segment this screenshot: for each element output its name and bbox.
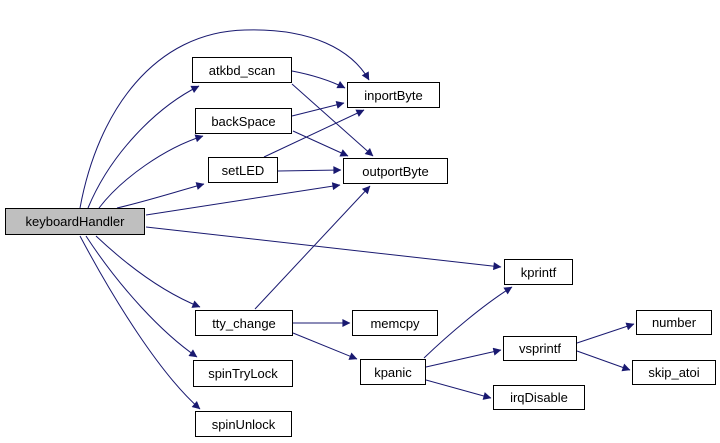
node-irqdisable[interactable]: irqDisable <box>493 385 585 410</box>
edge-tty_change-kpanic <box>292 332 358 360</box>
node-tty-change[interactable]: tty_change <box>195 310 293 336</box>
edge-backSpace-inportByte <box>291 100 345 117</box>
node-outportbyte[interactable]: outportByte <box>343 158 448 184</box>
node-number[interactable]: number <box>636 310 712 335</box>
node-backspace[interactable]: backSpace <box>195 108 292 134</box>
edge-keyboardHandler-spinTryLock <box>85 235 198 358</box>
node-spinunlock[interactable]: spinUnlock <box>195 411 292 437</box>
edge-kpanic-irqDisable <box>425 379 492 400</box>
edge-keyboardHandler-tty_change <box>95 235 201 308</box>
edge-kpanic-vsprintf <box>425 347 502 368</box>
node-keyboardHandler[interactable]: keyboardHandler <box>5 208 145 235</box>
edge-atkbd_scan-outportByte <box>291 83 374 157</box>
edge-kpanic-kprintf <box>423 286 513 359</box>
node-setled[interactable]: setLED <box>208 157 278 183</box>
edge-backSpace-outportByte <box>292 130 349 157</box>
edge-keyboardHandler-inportByte <box>79 29 370 209</box>
edge-setLED-outportByte <box>277 166 342 175</box>
node-vsprintf[interactable]: vsprintf <box>503 336 577 361</box>
node-skip-atoi[interactable]: skip_atoi <box>632 360 716 385</box>
edge-tty_change-outportByte <box>254 185 371 310</box>
edge-keyboardHandler-backSpace <box>98 134 204 209</box>
edge-keyboardHandler-outportByte <box>145 182 341 216</box>
edge-keyboardHandler-atkbd_scan <box>87 85 200 209</box>
node-inportbyte[interactable]: inportByte <box>347 82 440 108</box>
edge-vsprintf-number <box>576 322 635 344</box>
node-spintrylock[interactable]: spinTryLock <box>193 360 293 387</box>
node-kprintf[interactable]: kprintf <box>504 259 573 285</box>
node-memcpy[interactable]: memcpy <box>352 310 438 336</box>
node-atkbd-scan[interactable]: atkbd_scan <box>192 57 292 83</box>
edge-atkbd_scan-inportByte <box>291 70 346 89</box>
edge-keyboardHandler-kprintf <box>145 226 502 271</box>
edge-keyboardHandler-spinUnlock <box>79 235 201 410</box>
edge-setLED-inportByte <box>263 109 365 158</box>
edge-vsprintf-skip_atoi <box>576 350 631 372</box>
edge-keyboardHandler-setLED <box>116 182 205 209</box>
node-kpanic[interactable]: kpanic <box>360 359 426 385</box>
